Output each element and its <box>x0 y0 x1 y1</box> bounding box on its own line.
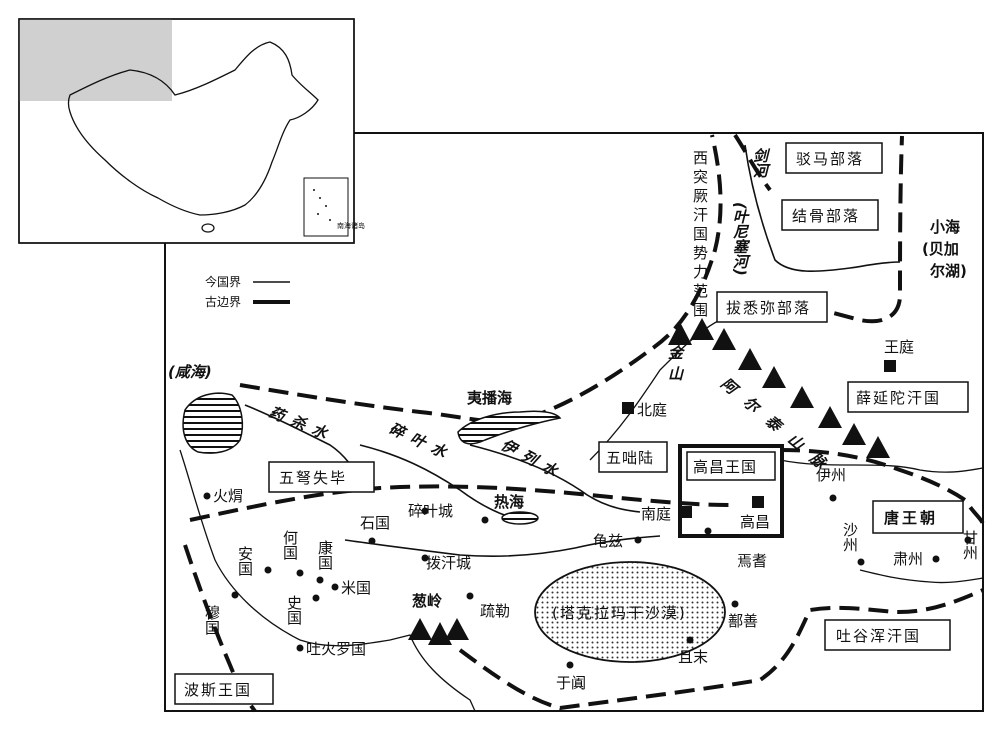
place-miguo: 米国 <box>341 579 371 597</box>
region-taklamakan: (塔克拉玛干沙漠) <box>552 604 687 622</box>
label-xiaohai-2: (贝加 <box>922 240 959 258</box>
place-yizhou: 伊州 <box>816 466 846 484</box>
river-yilie <box>469 444 641 513</box>
inset-islands <box>313 189 331 221</box>
region-box-persia <box>174 673 274 705</box>
region-box-boma <box>785 142 883 174</box>
place-shazhou: 沙州 <box>841 522 859 552</box>
place-ganzhou: 甘州 <box>961 530 979 560</box>
river-suiye <box>359 444 521 521</box>
river-jian <box>744 144 901 273</box>
mountain-range-jinshan <box>668 318 890 458</box>
inset-china-outline <box>67 41 319 216</box>
region-tuyuhun: 吐谷浑汗国 <box>836 627 921 645</box>
place-nanting: 南庭 <box>641 505 671 523</box>
place-qiemo: 且末 <box>678 648 708 666</box>
region-persia: 波斯王国 <box>184 681 252 699</box>
label-xiaohai-3: 尔湖) <box>930 262 967 280</box>
label-xiaohai-1: 小海 <box>930 218 960 236</box>
region-box-wunushibi <box>268 461 375 493</box>
place-suiyecheng: 碎叶城 <box>408 502 453 520</box>
place-shanshan: 鄯善 <box>728 612 758 630</box>
region-box-xueyantuo <box>847 381 969 413</box>
place-muguo: 穆国 <box>203 605 221 635</box>
label-jinshan: 金山 <box>665 344 685 387</box>
capital-gaochang-marker <box>752 496 764 508</box>
region-box-jiegu <box>781 199 879 231</box>
place-heguo: 何国 <box>281 530 299 560</box>
ancient-border-persia <box>183 544 257 713</box>
capital-beiting-marker <box>622 402 634 414</box>
lake-rehai <box>501 511 539 525</box>
label-jianhe: 剑河 <box>750 147 770 178</box>
region-wunushibi: 五弩失毕 <box>279 469 347 487</box>
label-xianhai: (咸海) <box>168 363 212 381</box>
place-anguo: 安国 <box>236 546 254 576</box>
region-box-tuyuhun <box>824 619 951 651</box>
place-wangting: 王庭 <box>884 338 914 356</box>
modern-border-east2 <box>859 569 984 584</box>
region-frame-gaochang <box>678 444 784 538</box>
region-box-wuduolu <box>598 441 668 473</box>
inset-south-sea-label: 南海诸岛 <box>337 221 365 230</box>
lake-xianhai <box>182 392 244 454</box>
place-huoxun: 火焨 <box>213 487 243 505</box>
mountain-range-congling <box>408 618 469 645</box>
place-suzhou: 肃州 <box>893 550 923 568</box>
place-yutian: 于阗 <box>556 674 586 692</box>
river-tarim <box>344 535 661 557</box>
legend-ancient-label: 古边界 <box>205 294 241 309</box>
capital-wangting-marker <box>884 360 896 372</box>
place-shule: 疏勒 <box>480 602 510 620</box>
region-box-tang <box>872 500 964 534</box>
label-yenisei: (叶尼塞河) <box>730 202 750 276</box>
place-shiguo: 石国 <box>360 514 390 532</box>
place-yanqi: 焉耆 <box>737 552 767 570</box>
inset-hainan <box>201 223 215 233</box>
place-beiting: 北庭 <box>637 401 667 419</box>
region-xueyantuo: 薛延陀汗国 <box>856 389 941 407</box>
region-box-gaochang <box>686 451 776 481</box>
place-shiguo2: 史国 <box>285 595 303 625</box>
modern-border-south <box>179 449 476 712</box>
ancient-border-tarim-south <box>458 588 984 710</box>
legend-modern-label: 今国界 <box>205 274 241 289</box>
inset-highlight-area <box>19 19 172 101</box>
lake-yibohai <box>457 410 562 445</box>
ancient-border-tribes <box>733 133 772 192</box>
region-tang: 唐王朝 <box>884 509 938 527</box>
label-rehai: 热海 <box>494 493 524 511</box>
capital-nanting-marker <box>680 506 692 518</box>
label-yibohai: 夷播海 <box>467 389 512 407</box>
place-gaochang: 高昌 <box>740 513 770 531</box>
city-markers <box>203 492 972 669</box>
ancient-border-west-turk <box>239 134 723 424</box>
region-box-baximi <box>716 291 828 323</box>
region-boma: 驳马部落 <box>796 150 864 168</box>
region-xitujue: 西突厥汗国势力范围 <box>691 150 709 321</box>
region-wuduolu: 五咄陆 <box>606 449 654 467</box>
region-gaochang-kingdom: 高昌王国 <box>693 458 757 476</box>
place-bohancheng: 拨汗城 <box>426 554 471 572</box>
region-jiegu: 结骨部落 <box>792 207 860 225</box>
modern-border-east <box>779 459 984 473</box>
place-kangguo: 康国 <box>316 540 334 570</box>
region-baximi: 拔悉弥部落 <box>726 299 811 317</box>
ancient-border-tang <box>779 448 985 526</box>
ancient-border-south-turk <box>189 484 731 522</box>
desert-taklamakan <box>534 561 726 663</box>
place-qiuci: 龟兹 <box>593 532 623 550</box>
label-congling: 葱岭 <box>412 592 442 610</box>
place-tuhuoluo: 吐火罗国 <box>306 640 366 658</box>
